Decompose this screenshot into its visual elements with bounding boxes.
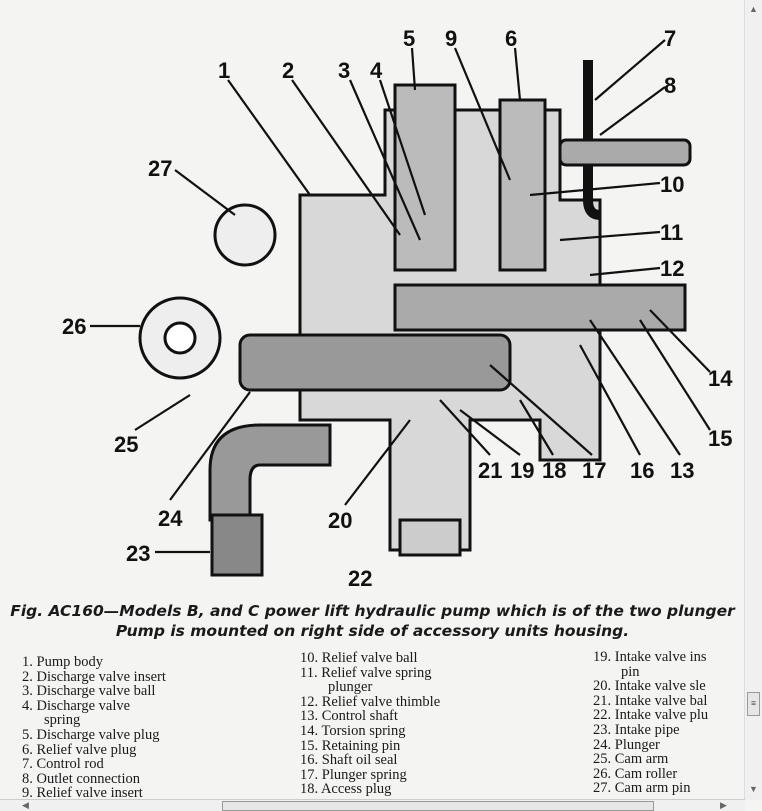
legend-item: 19. Intake valve ins bbox=[593, 650, 707, 665]
callout-4: 4 bbox=[370, 58, 383, 83]
legend-item: 6. Relief valve plug bbox=[22, 741, 137, 758]
legend-item: 13. Control shaft bbox=[300, 708, 398, 725]
callout-25: 25 bbox=[114, 432, 138, 457]
callout-20: 20 bbox=[328, 508, 352, 533]
callout-27: 27 bbox=[148, 156, 172, 181]
legend-item: 4. Discharge valve bbox=[22, 697, 131, 714]
legend-column-1: 1. Pump body 2. Discharge valve insert 3… bbox=[22, 655, 166, 801]
callout-9: 9 bbox=[445, 26, 457, 51]
leader-lines bbox=[90, 39, 711, 554]
callout-18: 18 bbox=[542, 458, 566, 483]
legend-item: plunger bbox=[328, 679, 373, 696]
legend-item: 15. Retaining pin bbox=[300, 737, 401, 754]
callout-21: 21 bbox=[478, 458, 502, 483]
legend-item: 3. Discharge valve ball bbox=[22, 683, 156, 700]
callout-19: 19 bbox=[510, 458, 534, 483]
vertical-scroll-thumb[interactable]: ≡ bbox=[747, 692, 760, 716]
callout-1: 1 bbox=[218, 58, 230, 83]
horizontal-scroll-thumb[interactable] bbox=[222, 801, 654, 811]
legend-column-2: 10. Relief valve ball 11. Relief valve s… bbox=[300, 651, 440, 797]
figure-caption-line-2: Pump is mounted on right side of accesso… bbox=[115, 622, 630, 640]
callout-6: 6 bbox=[505, 26, 517, 51]
callout-10: 10 bbox=[660, 172, 684, 197]
legend-item: 9. Relief valve insert bbox=[22, 785, 143, 802]
callout-12: 12 bbox=[660, 256, 684, 281]
pump-drawing bbox=[138, 60, 692, 577]
callout-8: 8 bbox=[664, 73, 676, 98]
scroll-down-arrow-icon[interactable]: ▼ bbox=[749, 784, 758, 794]
legend-item: 10. Relief valve ball bbox=[300, 650, 418, 666]
callout-17: 17 bbox=[582, 458, 606, 483]
legend-item: 21. Intake valve bal bbox=[593, 692, 708, 709]
legend-item: 14. Torsion spring bbox=[300, 722, 406, 739]
legend-item: 26. Cam roller bbox=[593, 765, 678, 782]
callout-23: 23 bbox=[126, 541, 150, 566]
callout-11: 11 bbox=[660, 220, 683, 245]
legend-item: 7. Control rod bbox=[22, 756, 104, 773]
legend-item: 2. Discharge valve insert bbox=[22, 668, 166, 685]
legend-item: 25. Cam arm bbox=[593, 751, 669, 768]
legend-item: 22. Intake valve plu bbox=[593, 707, 709, 724]
legend-item: 11. Relief valve spring bbox=[300, 664, 432, 681]
legend-item: 18. Access plug bbox=[300, 781, 392, 798]
callout-15: 15 bbox=[708, 426, 732, 451]
callout-22: 22 bbox=[348, 566, 372, 591]
horizontal-scrollbar[interactable]: ◀ ▶ bbox=[0, 799, 745, 811]
legend-item: spring bbox=[44, 712, 81, 729]
vertical-scrollbar[interactable]: ▲ ≡ ▼ bbox=[744, 0, 762, 800]
legend-item: 23. Intake pipe bbox=[593, 721, 680, 738]
callout-numbers: 1 2 3 4 5 6 7 8 9 10 11 12 13 14 15 16 1… bbox=[62, 26, 733, 591]
callout-14: 14 bbox=[708, 366, 733, 391]
legend-item: pin bbox=[621, 663, 640, 680]
legend-item: 20. Intake valve sle bbox=[593, 678, 706, 695]
scroll-left-arrow-icon[interactable]: ◀ bbox=[22, 800, 29, 810]
callout-3: 3 bbox=[338, 58, 350, 83]
callout-7: 7 bbox=[664, 26, 676, 51]
scroll-right-arrow-icon[interactable]: ▶ bbox=[720, 800, 727, 810]
pump-cutaway-diagram: 1 2 3 4 5 6 7 8 9 10 11 12 13 14 15 16 1… bbox=[62, 26, 733, 591]
legend-item: 8. Outlet connection bbox=[22, 770, 140, 787]
callout-26: 26 bbox=[62, 314, 86, 339]
callout-2: 2 bbox=[282, 58, 294, 83]
callout-16: 16 bbox=[630, 458, 654, 483]
callout-13: 13 bbox=[670, 458, 694, 483]
legend-item: 16. Shaft oil seal bbox=[300, 752, 398, 769]
legend-column-3: 19. Intake valve ins pin 20. Intake valv… bbox=[593, 650, 745, 796]
legend-item: 5. Discharge valve plug bbox=[22, 726, 160, 743]
callout-24: 24 bbox=[158, 506, 183, 531]
legend-item: 12. Relief valve thimble bbox=[300, 693, 441, 710]
legend-item: 24. Plunger bbox=[593, 736, 660, 753]
figure-caption-line-1: Fig. AC160—Models B, and C power lift hy… bbox=[10, 602, 735, 620]
callout-5: 5 bbox=[403, 26, 415, 51]
scroll-up-arrow-icon[interactable]: ▲ bbox=[749, 4, 758, 14]
legend-item: 1. Pump body bbox=[22, 654, 103, 670]
legend-item: 27. Cam arm pin bbox=[593, 780, 691, 796]
legend-item: 17. Plunger spring bbox=[300, 766, 407, 783]
